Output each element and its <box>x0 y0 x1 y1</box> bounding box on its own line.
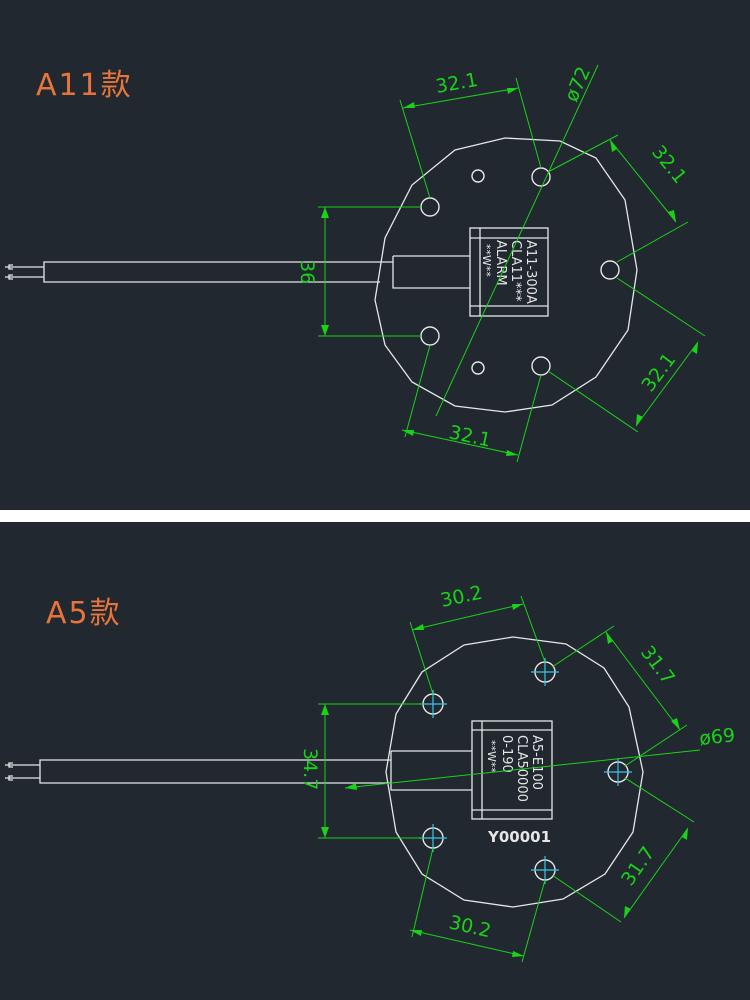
a5-dim-diameter: ø69 <box>698 724 736 750</box>
a11-dim-bottom: 32.1 <box>447 421 493 451</box>
a11-dim-left: 36 <box>296 260 318 284</box>
a11-hole-7 <box>471 361 485 375</box>
a5-drawing-panel: A5款 <box>0 522 750 1000</box>
a5-sensor-box <box>471 720 553 820</box>
a11-cable <box>5 255 470 289</box>
a11-sensor-box <box>469 227 549 317</box>
a5-dim-bottom: 30.2 <box>447 911 493 942</box>
a5-label-line-3: 0-190 <box>499 735 514 773</box>
a11-label-line-3: ALARM <box>493 240 508 286</box>
a11-hole-5 <box>420 326 440 346</box>
a5-label-line-2: CLA50000 <box>514 735 529 802</box>
a5-label-line-4: **W** <box>485 740 498 773</box>
a11-label-line-2: CLA11*** <box>508 240 523 302</box>
a11-dimension-arrows <box>321 88 698 456</box>
a11-dim-right-top: 32.1 <box>647 141 691 188</box>
a11-hole-4 <box>531 356 551 376</box>
a11-hole-3 <box>600 260 620 280</box>
a11-hole-2 <box>531 167 551 187</box>
a5-dim-right-bottom: 31.7 <box>617 843 659 890</box>
a11-dim-right-bottom: 32.1 <box>637 349 680 396</box>
a5-cable <box>5 750 472 791</box>
a5-dim-top: 30.2 <box>438 582 484 612</box>
a11-dimension-lines <box>318 64 706 463</box>
a11-hole-1 <box>420 197 440 217</box>
a11-dim-top: 32.1 <box>434 69 479 98</box>
a11-drawing: A11-300A CLA11*** ALARM **W** <box>5 63 706 463</box>
a5-dimension-arrows <box>321 604 688 957</box>
a11-title: A11款 <box>36 68 133 103</box>
a5-sensor-label: A5-E100 CLA50000 0-190 **W** <box>485 735 544 802</box>
a11-label-line-1: A11-300A <box>523 240 538 304</box>
a5-serial-number: Y00001 <box>487 828 551 846</box>
a5-title: A5款 <box>46 596 122 631</box>
a11-drawing-panel: A11款 <box>0 0 750 510</box>
a5-dim-right-top: 31.7 <box>636 642 679 689</box>
a11-sensor-label: A11-300A CLA11*** ALARM **W** <box>480 240 538 304</box>
a5-drawing: A5-E100 CLA50000 0-190 **W** Y00001 <box>5 582 736 963</box>
a11-hole-6 <box>471 169 485 183</box>
a11-plate-outline <box>374 137 638 413</box>
a5-plate-outline <box>385 636 644 908</box>
a11-dim-diameter: ø72 <box>560 63 595 105</box>
a5-hole-crosshairs <box>419 658 632 884</box>
a5-dimension-lines <box>318 595 701 963</box>
a11-label-line-4: **W** <box>480 244 493 277</box>
a5-label-line-1: A5-E100 <box>529 735 544 790</box>
a5-dim-left: 34.7 <box>299 748 321 790</box>
